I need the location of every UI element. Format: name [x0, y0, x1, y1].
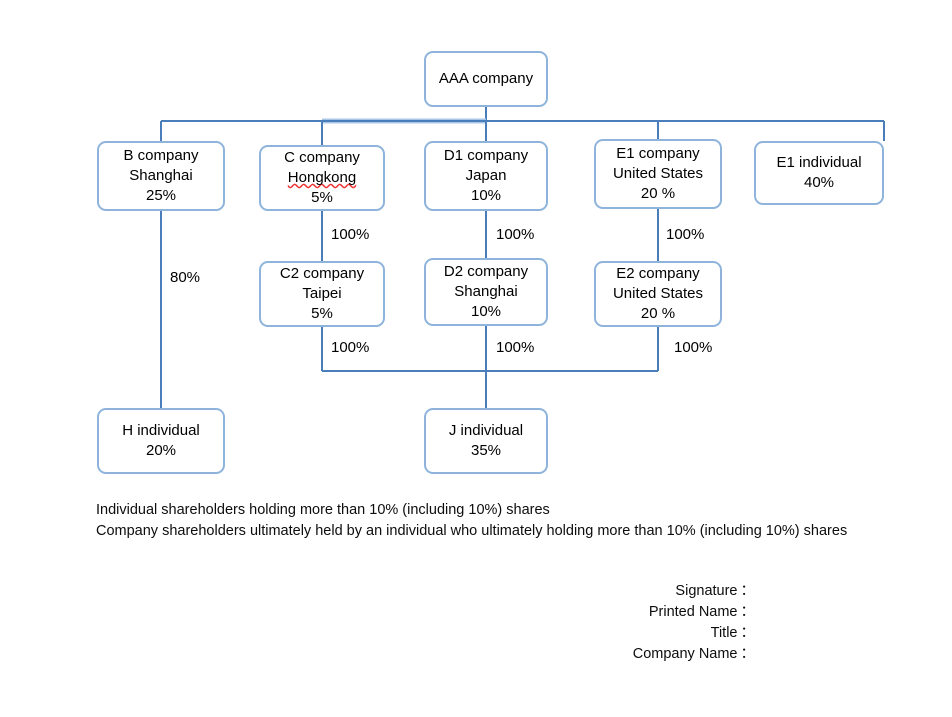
node-h-individual-line-0: H individual	[122, 422, 200, 440]
signature-colon-company-name: ：	[740, 646, 756, 663]
node-c-company-line-0: C company	[284, 149, 360, 167]
node-e2-company-line-2: 20 %	[640, 304, 676, 322]
edge-label-e2-to-j: 100%	[674, 339, 713, 356]
node-c-company-line-1: Hongkong	[287, 169, 357, 187]
node-d1-company-line-0: D1 company	[443, 147, 529, 165]
node-c-company-line-2: 5%	[311, 188, 333, 206]
signature-label-signature: Signature	[675, 583, 738, 599]
node-d1-company-line-1: Japan	[465, 167, 507, 185]
signature-row-company-name: Company Name：	[560, 644, 755, 665]
node-e1-company-line-1: United States	[612, 165, 704, 183]
signature-row-title: Title：	[560, 623, 755, 644]
edge-label-e1-to-e2: 100%	[666, 226, 705, 243]
node-aaa-company-line-0: AAA company	[438, 70, 534, 88]
node-h-individual[interactable]: H individual 20%	[97, 408, 225, 474]
signature-label-title: Title	[710, 625, 738, 642]
edge-label-c2-to-j: 100%	[331, 339, 370, 356]
signature-colon-title: ：	[740, 625, 756, 642]
node-d1-company-line-2: 10%	[470, 186, 502, 204]
node-e1-company-line-2: 20 %	[640, 184, 676, 202]
edge-label-c-to-c2: 100%	[331, 226, 370, 243]
signature-block: Signature：Printed Name：Title：Company Nam…	[560, 581, 755, 665]
node-e1-individual[interactable]: E1 individual 40%	[754, 141, 884, 205]
signature-row-signature: Signature：	[560, 581, 755, 602]
node-h-individual-line-1: 20%	[145, 442, 177, 459]
node-d2-company-line-0: D2 company	[443, 263, 529, 281]
node-c2-company-line-2: 5%	[311, 304, 333, 322]
node-c2-company-line-0: C2 company	[279, 265, 365, 283]
edge-label-d1-to-d2: 100%	[496, 226, 535, 243]
node-b-company-line-0: B company	[123, 147, 199, 165]
node-j-individual-line-1: 35%	[470, 442, 502, 459]
node-b-company-line-2: 25%	[145, 186, 177, 204]
signature-colon-signature: ：	[740, 583, 756, 599]
node-j-individual-line-0: J individual	[448, 422, 524, 440]
node-d2-company-line-1: Shanghai	[454, 283, 518, 301]
footnote-line-1: Company shareholders ultimately held by …	[96, 523, 848, 540]
edge-label-b-to-h: 80%	[170, 269, 201, 286]
signature-colon-printed-name: ：	[740, 604, 756, 621]
footnote-legend: Individual shareholders holding more tha…	[96, 500, 847, 542]
signature-label-printed-name: Printed Name	[648, 604, 738, 621]
node-aaa-company[interactable]: AAA company	[424, 51, 548, 107]
node-e2-company-line-1: United States	[612, 285, 704, 303]
node-e2-company-line-0: E2 company	[616, 265, 700, 283]
node-e1-company-line-0: E1 company	[616, 145, 700, 163]
signature-row-printed-name: Printed Name：	[560, 602, 755, 623]
edge-label-d2-to-j: 100%	[496, 339, 535, 356]
node-c2-company-line-1: Taipei	[302, 285, 342, 303]
node-e1-individual-line-0: E1 individual	[776, 154, 862, 172]
footnote-line-0: Individual shareholders holding more tha…	[96, 502, 550, 518]
node-e1-individual-line-1: 40%	[803, 174, 835, 191]
signature-label-company-name: Company Name	[632, 646, 738, 663]
node-j-individual[interactable]: J individual 35%	[424, 408, 548, 474]
node-b-company-line-1: Shanghai	[129, 167, 193, 185]
node-d2-company-line-2: 10%	[470, 302, 502, 320]
